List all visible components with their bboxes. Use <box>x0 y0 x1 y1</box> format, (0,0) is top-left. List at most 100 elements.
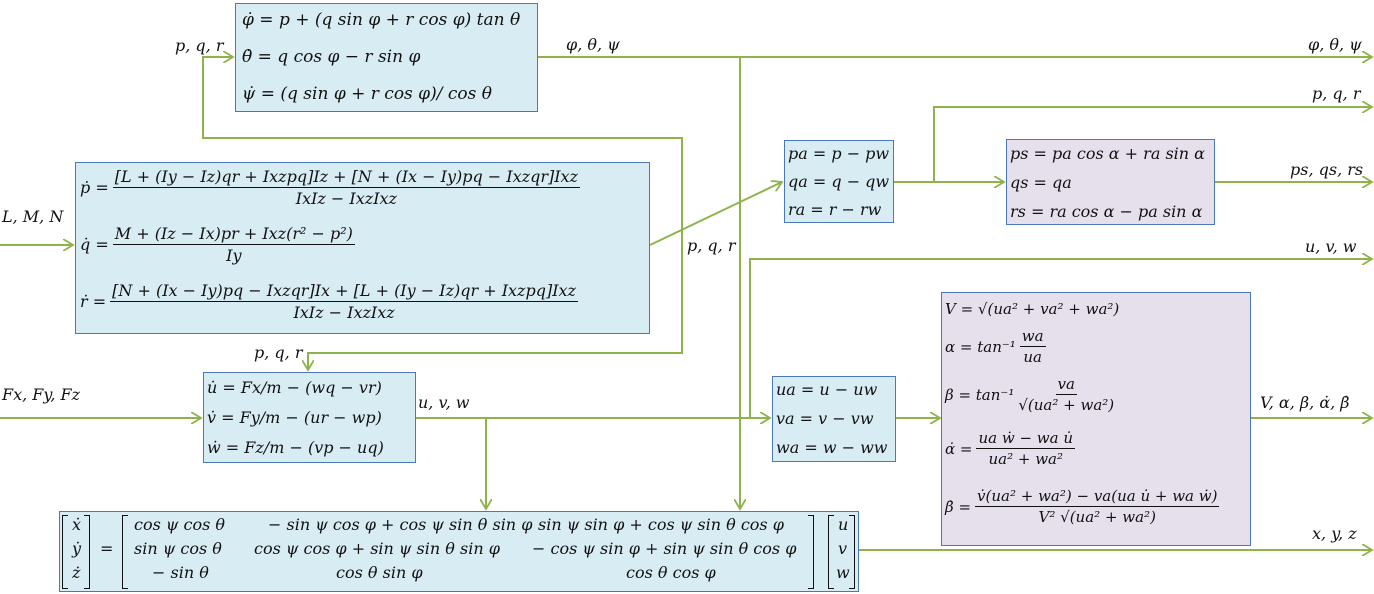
lhs-bracket-right <box>84 515 90 589</box>
alpha-lhs: α = tan⁻¹ <box>945 337 1016 356</box>
dcm-r3c2: cos θ sin φ <box>336 563 423 582</box>
arrow-pqr-to-euler <box>202 57 683 245</box>
p-dot-equation: ṗ = [L + (Iy − Iz)qr + Ixzpq]Iz + [N + (… <box>80 167 580 208</box>
alpha-dot-numerator: ua ẇ − wa u̇ <box>976 429 1075 449</box>
uvw-bracket-right <box>849 515 855 589</box>
label-pqr-out-right: p, q, r <box>1312 84 1361 103</box>
p-dot-denominator: IxIz − IxzIxz <box>295 189 397 208</box>
dcm-r1c3: sin ψ sin φ + cos ψ sin θ cos φ <box>538 515 784 534</box>
q-dot-fraction: M + (Iz − Ix)pr + Ixz(r² − p²) Iy <box>112 224 355 265</box>
y-dot: ẏ <box>72 539 82 558</box>
label-xyz-out: x, y, z <box>1312 524 1357 543</box>
qa-equation: qa = q − qw <box>788 172 890 191</box>
alpha-denominator: ua <box>1023 348 1042 366</box>
label-stability-rates-out: ps, qs, rs <box>1290 160 1364 179</box>
theta-dot-equation: θ̇ = q cos φ − r sin φ <box>242 47 421 67</box>
beta-equation: β = tan⁻¹ va √(ua² + wa²) <box>945 375 1114 414</box>
beta-lhs: β = tan⁻¹ <box>945 385 1015 404</box>
pa-equation: pa = p − pw <box>788 144 890 163</box>
label-uvw-mid: u, v, w <box>418 393 470 412</box>
beta-denominator: √(ua² + wa²) <box>1018 396 1115 414</box>
translational-dynamics-box: u̇ = Fx/m − (wq − vr) v̇ = Fy/m − (ur − … <box>203 372 416 463</box>
alpha-numerator: wa <box>1019 327 1046 347</box>
dcm-r2c2: cos ψ cos φ + sin ψ sin θ sin φ <box>254 539 500 558</box>
beta-dot-lhs: β̇ = <box>945 497 972 516</box>
lhs-bracket-left <box>62 515 68 589</box>
arrow-rot-to-relrates <box>649 182 782 246</box>
dcm-r3c1: − sin θ <box>152 563 209 582</box>
relative-velocity-box: ua = u − uw va = v − vw wa = w − ww <box>772 376 896 462</box>
ps-equation: ps = pa cos α + ra sin α <box>1010 144 1205 163</box>
v-dot-equation: v̇ = Fy/m − (ur − wp) <box>207 408 382 427</box>
alpha-dot-equation: α̇ = ua ẇ − wa u̇ ua² + wa² <box>945 429 1075 468</box>
label-uvw-out-right: u, v, w <box>1305 237 1357 256</box>
q-dot-lhs: q̇ = <box>80 235 109 254</box>
r-dot-lhs: ṙ = <box>80 292 107 311</box>
matrix-bracket-left <box>122 515 128 589</box>
beta-dot-numerator: v̇(ua² + wa²) − va(ua u̇ + wa ẇ) <box>975 487 1220 507</box>
navigation-box: ẋ ẏ ż = cos ψ cos θ − sin ψ cos φ + cos … <box>59 511 859 592</box>
label-euler-out-right: φ, θ, ψ <box>1308 35 1362 54</box>
label-LMN-input: L, M, N <box>2 207 64 226</box>
q-dot-numerator: M + (Iz − Ix)pr + Ixz(r² − p²) <box>112 224 355 245</box>
p-dot-numerator: [L + (Iy − Iz)qr + Ixzpq]Iz + [N + (Ix −… <box>112 167 580 188</box>
z-dot: ż <box>72 563 81 582</box>
nav-u: u <box>838 515 849 534</box>
beta-dot-equation: β̇ = v̇(ua² + wa²) − va(ua u̇ + wa ẇ) V²… <box>945 487 1220 526</box>
rotational-dynamics-box: ṗ = [L + (Iy − Iz)qr + Ixzpq]Iz + [N + (… <box>75 162 650 334</box>
alpha-dot-denominator: ua² + wa² <box>988 450 1063 468</box>
ra-equation: ra = r − rw <box>788 200 882 219</box>
w-dot-equation: ẇ = Fz/m − (vp − uq) <box>207 438 384 457</box>
p-dot-lhs: ṗ = <box>80 178 109 197</box>
arrow-pqr-to-trans <box>308 245 683 370</box>
beta-fraction: va √(ua² + wa²) <box>1018 375 1114 414</box>
r-dot-denominator: IxIz − IxzIxz <box>293 303 395 322</box>
label-force-input: Fx, Fy, Fz <box>2 385 81 404</box>
x-dot: ẋ <box>72 515 82 534</box>
alpha-dot-lhs: α̇ = <box>945 439 973 458</box>
u-dot-equation: u̇ = Fx/m − (wq − vr) <box>207 378 382 397</box>
psi-dot-equation: ψ̇ = (q sin φ + r cos φ)/ cos θ <box>242 84 492 104</box>
nav-v: v <box>838 539 848 558</box>
dcm-r3c3: cos θ cos φ <box>626 563 716 582</box>
nav-w: w <box>836 563 850 582</box>
r-dot-numerator: [N + (Ix − Iy)pq − Ixzqr]Ix + [L + (Iy −… <box>110 281 578 302</box>
relative-rates-box: pa = p − pw qa = q − qw ra = r − rw <box>784 140 894 223</box>
arrow-relrates-pqr-out <box>933 107 1372 182</box>
label-euler-out-mid: φ, θ, ψ <box>566 35 620 54</box>
ua-equation: ua = u − uw <box>776 380 878 399</box>
dcm-r1c2: − sin ψ cos φ + cos ψ sin θ sin φ <box>268 515 533 534</box>
r-dot-fraction: [N + (Ix − Iy)pq − Ixzqr]Ix + [L + (Iy −… <box>110 281 578 322</box>
alpha-dot-fraction: ua ẇ − wa u̇ ua² + wa² <box>976 429 1075 468</box>
euler-kinematics-box: φ̇ = p + (q sin φ + r cos φ) tan θ θ̇ = … <box>235 3 538 112</box>
beta-numerator: va <box>1055 375 1077 395</box>
air-data-box: V = √(ua² + va² + wa²) α = tan⁻¹ wa ua β… <box>941 292 1251 546</box>
va-equation: va = v − vw <box>776 409 874 428</box>
p-dot-fraction: [L + (Iy − Iz)qr + Ixzpq]Iz + [N + (Ix −… <box>112 167 580 208</box>
label-air-data-out: V, α, β, α̇, β̇ <box>1260 393 1350 412</box>
beta-dot-denominator: V² √(ua² + wa²) <box>1038 508 1156 526</box>
uvw-bracket-left <box>828 515 834 589</box>
q-dot-equation: q̇ = M + (Iz − Ix)pr + Ixz(r² − p²) Iy <box>80 224 355 265</box>
label-pqr-mid: p, q, r <box>687 236 736 255</box>
nav-equals: = <box>100 539 114 558</box>
alpha-fraction: wa ua <box>1019 327 1046 366</box>
arrow-uvw-out <box>749 259 1372 418</box>
alpha-equation: α = tan⁻¹ wa ua <box>945 327 1046 366</box>
r-dot-equation: ṙ = [N + (Ix − Iy)pq − Ixzqr]Ix + [L + (… <box>80 281 578 322</box>
dcm-r2c3: − cos ψ sin φ + sin ψ sin θ cos φ <box>532 539 797 558</box>
phi-dot-equation: φ̇ = p + (q sin φ + r cos φ) tan θ <box>242 10 521 30</box>
wa-equation: wa = w − ww <box>776 438 888 457</box>
airspeed-equation: V = √(ua² + va² + wa²) <box>945 300 1120 318</box>
beta-dot-fraction: v̇(ua² + wa²) − va(ua u̇ + wa ẇ) V² √(ua… <box>975 487 1220 526</box>
rs-equation: rs = ra cos α − pa sin α <box>1010 202 1203 221</box>
label-pqr-into-trans: p, q, r <box>254 343 303 362</box>
stability-rates-box: ps = pa cos α + ra sin α qs = qa rs = ra… <box>1006 139 1215 225</box>
matrix-bracket-right <box>808 515 814 589</box>
dcm-r2c1: sin ψ cos θ <box>134 539 222 558</box>
q-dot-denominator: Iy <box>226 246 242 265</box>
qs-equation: qs = qa <box>1010 173 1072 192</box>
label-pqr-into-euler: p, q, r <box>175 36 224 55</box>
